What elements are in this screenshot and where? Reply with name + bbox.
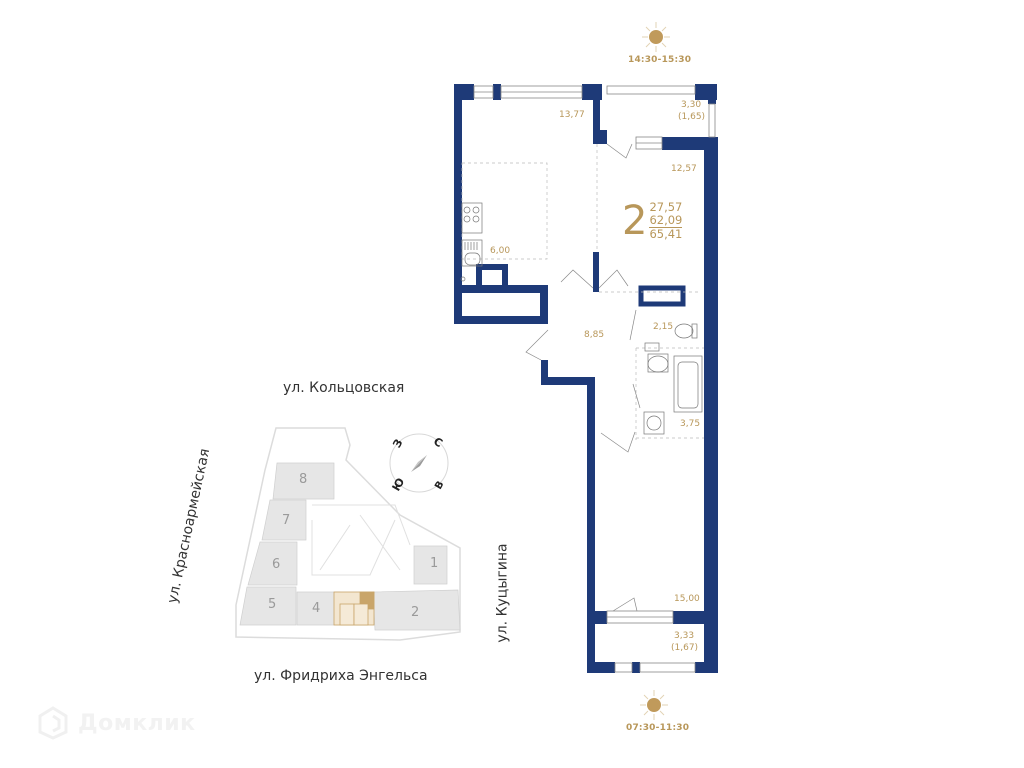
area-kitchen: 6,00 bbox=[490, 246, 511, 256]
area-balcony-top-reduced: (1,65) bbox=[678, 112, 706, 122]
building-4: 4 bbox=[312, 601, 321, 616]
area-balcony-bottom: 3,33 bbox=[674, 631, 695, 641]
building-8: 8 bbox=[299, 472, 308, 487]
area-balcony-top: 3,30 bbox=[681, 100, 702, 110]
building-2: 2 bbox=[411, 605, 420, 620]
building-6: 6 bbox=[272, 557, 281, 572]
sun-bottom bbox=[634, 688, 674, 722]
home-logo-icon bbox=[38, 706, 68, 740]
sun-icon bbox=[642, 22, 670, 52]
sun-top-time: 14:30-15:30 bbox=[628, 55, 692, 65]
total-area-no-balcony: 62,09 bbox=[649, 213, 683, 228]
watermark-text: Домклик bbox=[78, 710, 196, 736]
area-toilet: 2,15 bbox=[653, 322, 674, 332]
apartment-summary: 2 27,57 62,09 65,41 bbox=[622, 198, 683, 244]
area-hall: 8,85 bbox=[584, 330, 605, 340]
street-top: ул. Кольцовская bbox=[283, 380, 405, 396]
area-bedroom-bottom: 15,00 bbox=[674, 594, 700, 604]
living-area: 27,57 bbox=[649, 200, 683, 214]
sun-bottom-time: 07:30-11:30 bbox=[626, 723, 690, 733]
watermark-logo: Домклик bbox=[38, 706, 196, 740]
room-count: 2 bbox=[622, 198, 648, 244]
area-bathroom: 3,75 bbox=[680, 419, 701, 429]
street-bottom: ул. Фридриха Энгельса bbox=[254, 668, 428, 684]
area-balcony-bottom-reduced: (1,67) bbox=[671, 643, 699, 653]
total-area: 65,41 bbox=[649, 227, 683, 241]
sun-icon bbox=[640, 690, 668, 720]
building-7: 7 bbox=[282, 513, 291, 528]
area-bedroom-top: 12,57 bbox=[671, 164, 697, 174]
area-living-room: 13,77 bbox=[559, 110, 585, 120]
building-5: 5 bbox=[268, 597, 277, 612]
building-1: 1 bbox=[430, 556, 439, 571]
area-stack: 27,57 62,09 65,41 bbox=[649, 200, 683, 241]
sun-top bbox=[636, 20, 676, 54]
